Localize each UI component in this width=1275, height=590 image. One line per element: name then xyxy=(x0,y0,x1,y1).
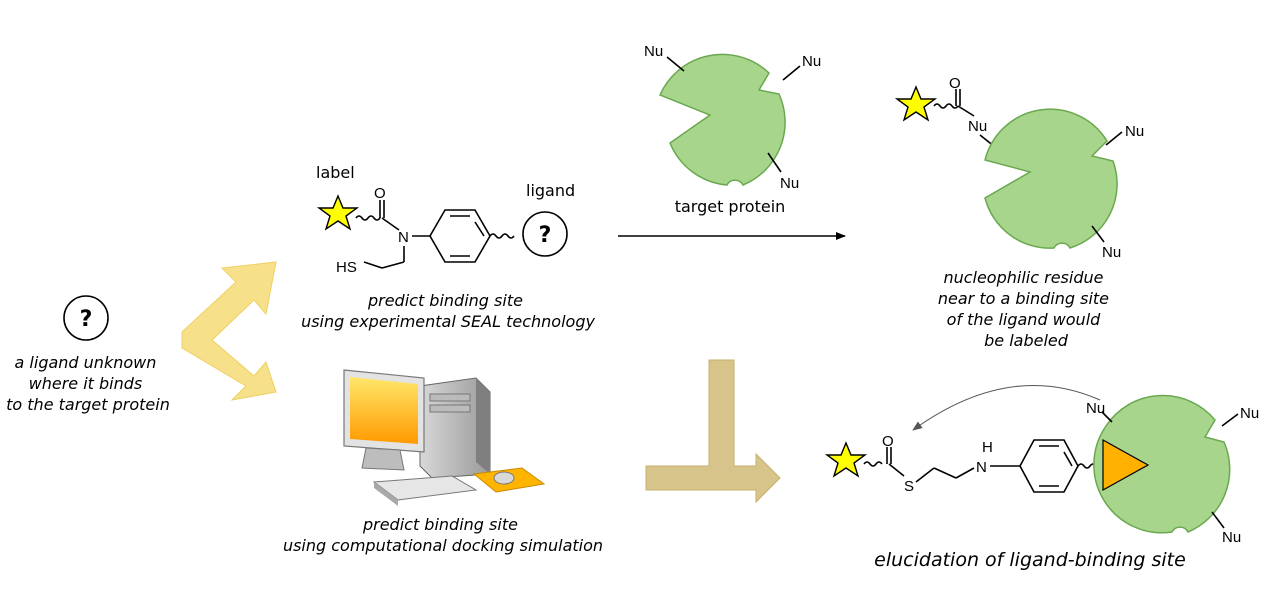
sulfur-atom: S xyxy=(904,478,914,495)
computer-mouse xyxy=(493,471,515,485)
label-text: label xyxy=(316,163,355,182)
result-protein-shape xyxy=(1093,394,1231,534)
oxygen-atom: O xyxy=(374,185,386,202)
merge-arrow xyxy=(645,359,781,504)
merge-arrow-shape xyxy=(645,359,781,504)
ligand-question-mark: ? xyxy=(539,223,552,248)
nu-label: Nu xyxy=(780,175,799,192)
nu-label: Nu xyxy=(1222,529,1241,546)
label-star-icon xyxy=(824,441,868,478)
labeled-protein-shape xyxy=(984,108,1118,249)
target-protein-shape xyxy=(659,53,786,186)
amine-n: N xyxy=(976,459,987,476)
unknown-ligand-circle xyxy=(63,295,109,341)
ligand-triangle xyxy=(1102,438,1150,492)
nucleophilic-attack-arrow xyxy=(912,385,1101,431)
computer-illustration: predict binding site using computational… xyxy=(283,369,603,555)
target-protein: Nu Nu Nu target protein xyxy=(644,43,821,216)
nu-label: Nu xyxy=(1240,405,1259,422)
nucleophile-atom: Nu xyxy=(968,118,987,135)
nu-label: Nu xyxy=(1125,123,1144,140)
unknown-ligand-caption: a ligand unknown where it binds to the t… xyxy=(6,353,170,414)
oxygen-atom: O xyxy=(949,75,961,92)
nu-label: Nu xyxy=(1102,244,1121,261)
unknown-ligand-question-mark: ? xyxy=(80,307,93,332)
nu-label: Nu xyxy=(1086,400,1105,417)
computer-screen xyxy=(350,377,418,444)
target-protein-caption: target protein xyxy=(675,197,786,216)
nitrogen-atom: N xyxy=(398,229,409,246)
nu-label: Nu xyxy=(644,43,663,60)
amine-h: H xyxy=(982,439,993,456)
thiol-group: HS xyxy=(336,259,357,276)
ligand-circle xyxy=(522,211,568,257)
label-star-icon xyxy=(316,194,360,231)
label-star-icon xyxy=(894,85,938,122)
result-caption: elucidation of ligand-binding site xyxy=(874,549,1186,571)
branch-arrow-shape xyxy=(181,261,277,401)
oxygen-atom: O xyxy=(882,433,894,450)
wavy-bond xyxy=(355,215,381,221)
result-complex: O S H N Nu Nu Nu elucidation of ligand-b… xyxy=(824,385,1259,571)
branch-arrow xyxy=(181,261,277,401)
docking-caption: predict binding site using computational… xyxy=(283,515,603,555)
benzene-ring xyxy=(429,209,491,263)
unknown-ligand: ? a ligand unknown where it binds to the… xyxy=(6,295,170,414)
labeled-caption: nucleophilic residue near to a binding s… xyxy=(938,268,1114,350)
labeled-protein: O Nu Nu Nu nucleophilic residue near to … xyxy=(894,75,1144,350)
seal-caption: predict binding site using experimental … xyxy=(301,291,595,331)
ligand-text: ligand xyxy=(526,181,575,200)
nu-label: Nu xyxy=(802,53,821,70)
seal-probe: label O N HS ligand ? predict binding si… xyxy=(301,163,595,331)
benzene-ring xyxy=(1019,439,1079,493)
